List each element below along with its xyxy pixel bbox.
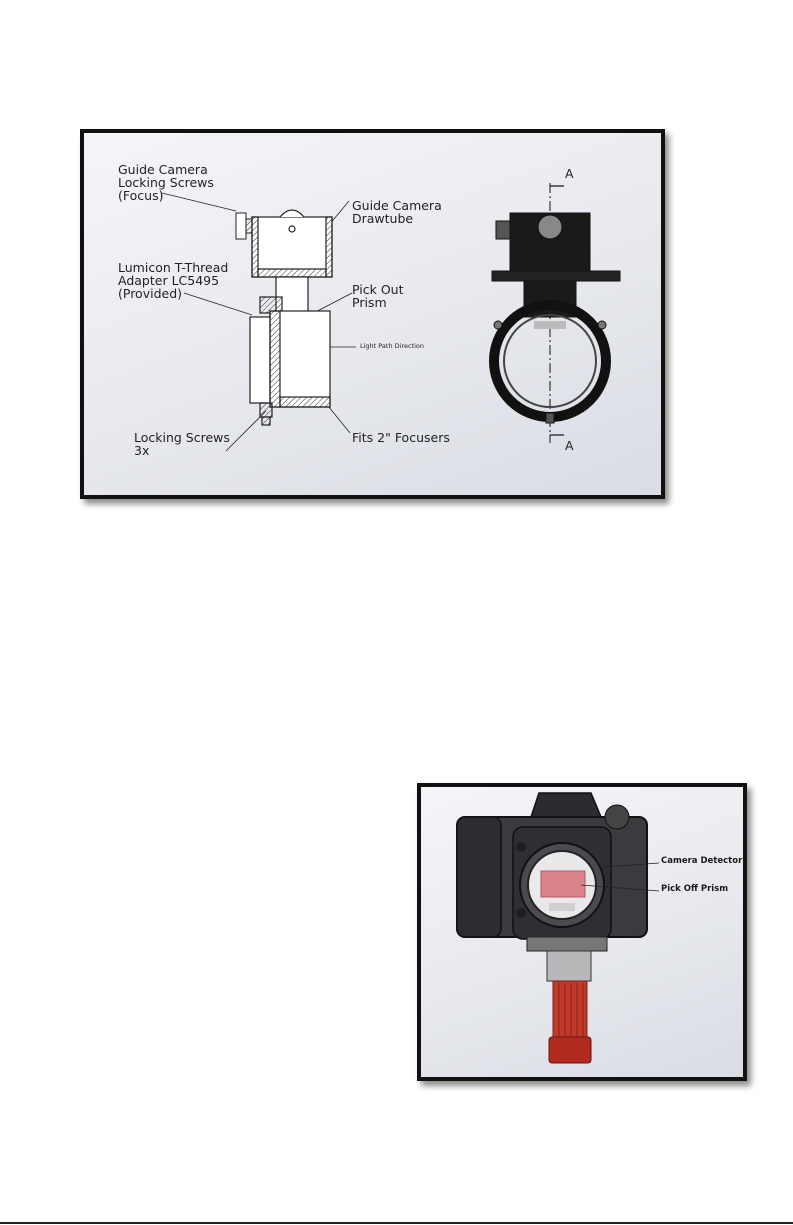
label-light-path: Light Path Direction	[360, 343, 424, 350]
section-marker-top: A	[565, 167, 574, 180]
section-marker-bottom: A	[565, 439, 574, 452]
main-body	[250, 297, 330, 425]
camera-render-figure: Camera Detector Pick Off Prism	[417, 783, 747, 1081]
label-pick-out-prism: Pick Out Prism	[352, 283, 403, 309]
label-locking-screws: Locking Screws 3x	[134, 431, 230, 457]
label-fits-focusers: Fits 2" Focusers	[352, 431, 450, 444]
focuser-adapter	[547, 951, 591, 1063]
label-camera-detector: Camera Detector	[661, 857, 742, 866]
label-guide-drawtube: Guide Camera Drawtube	[352, 199, 442, 225]
technical-drawing-figure: Guide Camera Locking Screws (Focus) Guid…	[80, 129, 665, 499]
label-pick-off-prism: Pick Off Prism	[661, 885, 728, 894]
page-bottom-rule	[0, 1222, 793, 1224]
camera-body	[457, 793, 647, 951]
guide-drawtube	[252, 210, 332, 277]
label-guide-locking-screws: Guide Camera Locking Screws (Focus)	[118, 163, 214, 202]
end-view	[492, 183, 620, 443]
label-tthread-adapter: Lumicon T-Thread Adapter LC5495 (Provide…	[118, 261, 228, 300]
focus-screw	[236, 213, 254, 239]
camera-illustration	[421, 787, 743, 1077]
